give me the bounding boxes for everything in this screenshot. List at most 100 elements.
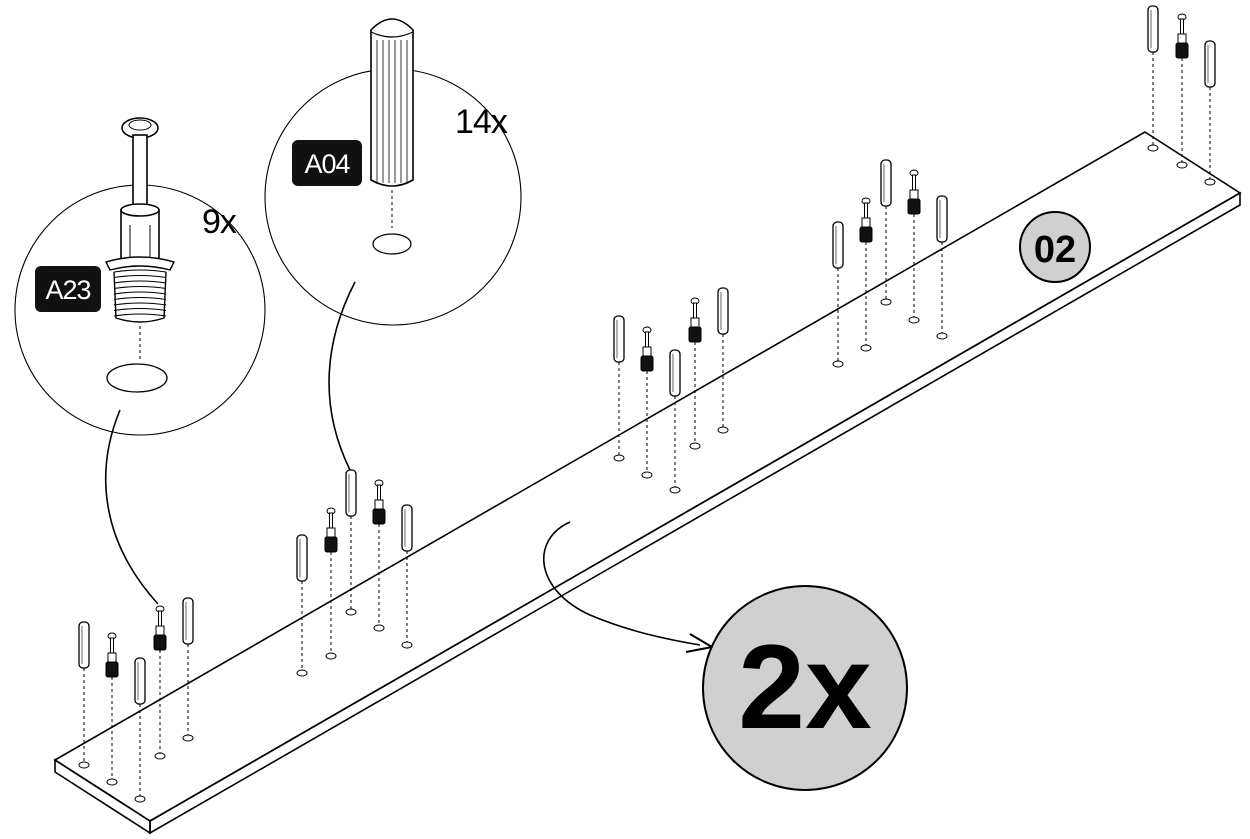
quantity-a23: 9x xyxy=(202,203,237,241)
dowel-enlarged xyxy=(370,18,414,255)
dowel-with-hole xyxy=(182,597,194,742)
bolt-thread xyxy=(907,198,921,215)
hole xyxy=(1147,144,1159,152)
dowel-with-hole xyxy=(78,621,90,769)
bolt-thread xyxy=(153,634,167,651)
leader-line xyxy=(105,409,159,605)
part-code-label xyxy=(35,266,101,312)
dowel-with-hole xyxy=(669,349,681,494)
hole xyxy=(669,486,681,494)
bolt-collar xyxy=(861,217,871,228)
dowel-with-hole xyxy=(613,315,625,462)
bolt-thread xyxy=(372,508,386,525)
hole xyxy=(936,332,948,340)
dowel-with-hole xyxy=(296,534,308,677)
bolt-shank xyxy=(645,331,649,349)
bolt-shank xyxy=(912,174,916,192)
dowel-with-hole xyxy=(936,195,948,340)
cam-bolt-with-hole xyxy=(105,632,119,786)
callout-a04: A04 14x xyxy=(264,18,522,471)
dowel xyxy=(78,621,90,669)
dowel-with-hole xyxy=(1147,5,1159,152)
cam-bolt-with-hole xyxy=(153,605,167,760)
bolt-collar xyxy=(374,499,384,510)
dowel xyxy=(182,597,194,645)
dowel xyxy=(401,504,413,552)
repeat-count: 2x xyxy=(738,620,871,754)
cam-bolt-with-hole xyxy=(640,326,654,479)
hole xyxy=(182,734,194,742)
cam-bolt-enlarged xyxy=(104,117,176,393)
bolt-thread xyxy=(105,661,119,678)
dowel xyxy=(1204,40,1216,88)
bolt-collar xyxy=(690,317,700,328)
flip-arrow xyxy=(543,521,715,653)
bolt-thread xyxy=(324,536,338,553)
cam-bolt-with-hole xyxy=(859,197,873,352)
repeat-count-badge: 2x xyxy=(702,585,908,791)
cam-bolt-with-hole xyxy=(907,169,921,324)
panel-side-edge xyxy=(149,191,1241,835)
dowel-with-hole xyxy=(717,287,729,434)
callout-a23: A23 9x xyxy=(14,117,266,605)
dowel xyxy=(296,534,308,582)
dowel xyxy=(1147,5,1159,53)
bolt-shank xyxy=(1180,18,1184,36)
hole xyxy=(908,316,920,324)
bolt-collar xyxy=(642,346,652,357)
bolt-shank xyxy=(329,512,333,530)
bolt-thread xyxy=(859,226,873,243)
hole xyxy=(78,761,90,769)
hole xyxy=(641,471,653,479)
hole xyxy=(1204,178,1216,186)
hole xyxy=(401,641,413,649)
hole xyxy=(832,360,844,368)
part-code-label xyxy=(292,140,362,186)
dowel xyxy=(880,159,892,207)
dowel-with-hole xyxy=(134,657,146,803)
hole xyxy=(296,669,308,677)
bolt-collar xyxy=(1177,33,1187,44)
dowel xyxy=(613,315,625,363)
part-code-a04: A04 xyxy=(304,149,350,179)
bolt-collar xyxy=(155,625,165,636)
bolt-collar xyxy=(909,189,919,200)
hole xyxy=(154,752,166,760)
leader-line xyxy=(328,281,356,471)
hole xyxy=(325,652,337,660)
bolt-shank xyxy=(110,637,114,655)
dowel xyxy=(832,221,844,269)
dowel-with-hole xyxy=(345,469,357,616)
dowel xyxy=(345,469,357,517)
hardware-groups xyxy=(78,5,1216,803)
dowel xyxy=(134,657,146,705)
dowel-with-hole xyxy=(832,221,844,368)
bolt-thread xyxy=(640,355,654,372)
quantity-a04: 14x xyxy=(455,103,508,141)
bolt-shank xyxy=(158,610,162,628)
hole xyxy=(106,778,118,786)
hole xyxy=(717,426,729,434)
hole xyxy=(880,298,892,306)
hole xyxy=(689,442,701,450)
bolt-collar xyxy=(107,652,117,663)
hole xyxy=(860,344,872,352)
cam-bolt-with-hole xyxy=(324,507,338,660)
bolt-shank xyxy=(693,302,697,320)
dowel xyxy=(936,195,948,243)
cam-bolt-with-hole xyxy=(372,479,386,632)
bolt-shank xyxy=(377,484,381,502)
bolt-collar xyxy=(326,527,336,538)
hole xyxy=(373,624,385,632)
bolt-thread xyxy=(688,326,702,343)
dowel-with-hole xyxy=(880,159,892,306)
cam-bolt-with-hole xyxy=(688,297,702,450)
dowel xyxy=(717,287,729,335)
cam-bolt-with-hole xyxy=(1175,13,1189,169)
bolt-shank xyxy=(864,202,868,220)
panel-board xyxy=(53,131,1242,835)
dowel-with-hole xyxy=(401,504,413,649)
dowel-with-hole xyxy=(1204,40,1216,186)
